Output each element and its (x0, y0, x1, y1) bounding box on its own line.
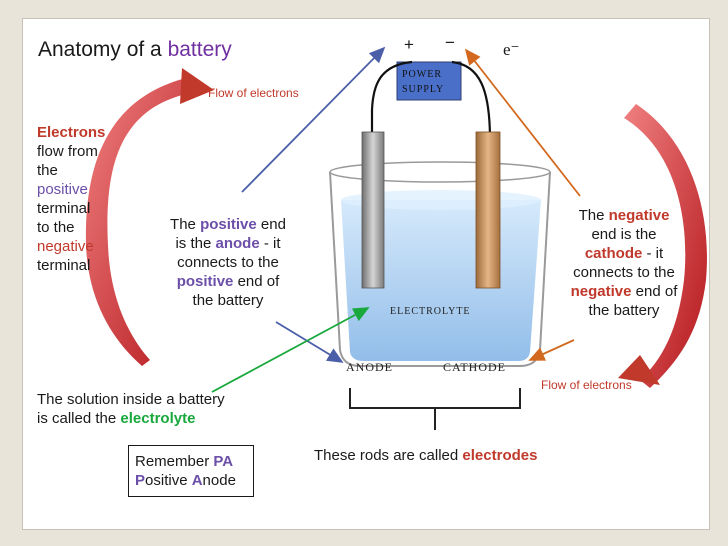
anode-pointer-arrow (241, 46, 386, 193)
wires (370, 60, 492, 141)
note-line: Electrons (37, 124, 106, 141)
electrolyte-label: Electrolyte (390, 306, 471, 317)
note-keyword: A (191, 472, 203, 489)
note-text: end of (631, 283, 678, 300)
slide-title: Anatomy of a battery (38, 38, 232, 62)
note-line: terminal (37, 200, 91, 217)
note-keyword: cathode (584, 245, 643, 262)
note-line: is the anode - it (150, 234, 306, 253)
note-text: Remember (135, 453, 214, 470)
remember-text: Remember PA Positive Anode (135, 452, 236, 490)
title-word: battery (167, 38, 232, 61)
note-line: Remember PA (135, 452, 236, 471)
note-keyword: electrodes (462, 447, 538, 464)
cathode-label: Cathode (443, 360, 506, 374)
note-keyword: positive (200, 216, 257, 233)
note-keyword: positive (176, 273, 234, 290)
note-text: The (578, 207, 609, 224)
note-line: negative end of (548, 282, 700, 301)
note-line: positive (37, 181, 88, 198)
anode-note: The positive end is the anode - it conne… (150, 215, 306, 310)
note-text: end (256, 216, 286, 233)
note-keyword: electrolyte (120, 410, 196, 427)
flow-label-top: Flow of electrons (208, 86, 299, 100)
note-keyword: P (135, 472, 146, 489)
note-keyword: PA (213, 453, 234, 470)
title-prefix: Anatomy of a (38, 38, 168, 61)
note-text: These rods are called (314, 447, 463, 464)
electron-symbol: e⁻ (503, 40, 520, 59)
note-line: positive end of (150, 272, 306, 291)
power-supply-line1: Power (402, 69, 442, 80)
electrolyte-note: The solution inside a battery is called … (37, 390, 225, 428)
anode-rod (361, 131, 385, 289)
note-line: the battery (588, 302, 660, 319)
note-line: connects to the (573, 264, 675, 281)
electrodes-bracket (349, 388, 521, 430)
note-line: Positive Anode (135, 471, 236, 490)
note-text: is the (175, 235, 216, 252)
note-text: - it (642, 245, 664, 262)
note-line: cathode - it (548, 244, 700, 263)
flow-label-bottom: Flow of electrons (541, 378, 632, 392)
anode-label-arrow (275, 321, 344, 363)
note-keyword: negative (570, 283, 632, 300)
electrolyte-pointer-arrow (211, 307, 370, 393)
minus-symbol: − (445, 33, 455, 52)
note-line: the battery (192, 292, 264, 309)
note-keyword: negative (608, 207, 670, 224)
left-red-curved-arrow (85, 68, 214, 366)
electron-flow-note: Electrons flow from the positive termina… (37, 123, 105, 275)
note-text: end of (233, 273, 280, 290)
power-supply-line2: Supply (402, 84, 445, 95)
note-line: The negative (548, 206, 700, 225)
right-red-curved-arrow (618, 104, 707, 388)
remember-box: Remember PA Positive Anode (128, 445, 254, 497)
cathode-label-arrow (528, 339, 575, 361)
note-line: connects to the (177, 254, 279, 271)
note-text: is called the (37, 410, 121, 427)
cathode-pointer-arrow (464, 48, 581, 197)
note-line: end is the (591, 226, 657, 243)
note-line: negative (37, 238, 94, 255)
cathode-rod (475, 131, 501, 289)
note-line: to the (37, 219, 75, 236)
note-text: node (202, 472, 236, 489)
note-line: the (37, 162, 58, 179)
note-text: - it (259, 235, 281, 252)
note-keyword: anode (215, 235, 260, 252)
note-line: The positive end (150, 215, 306, 234)
power-supply (396, 61, 462, 101)
note-text: The (170, 216, 201, 233)
note-line: The solution inside a battery (37, 391, 225, 408)
note-line: flow from (37, 143, 98, 160)
anode-label: Anode (346, 360, 393, 374)
note-line: terminal (37, 257, 91, 274)
electrodes-note: These rods are called electrodes (314, 446, 537, 465)
plus-symbol: + (404, 35, 414, 54)
note-text: ositive (145, 472, 192, 489)
note-line: is called the electrolyte (37, 409, 225, 428)
cathode-note: The negative end is the cathode - it con… (548, 206, 700, 320)
